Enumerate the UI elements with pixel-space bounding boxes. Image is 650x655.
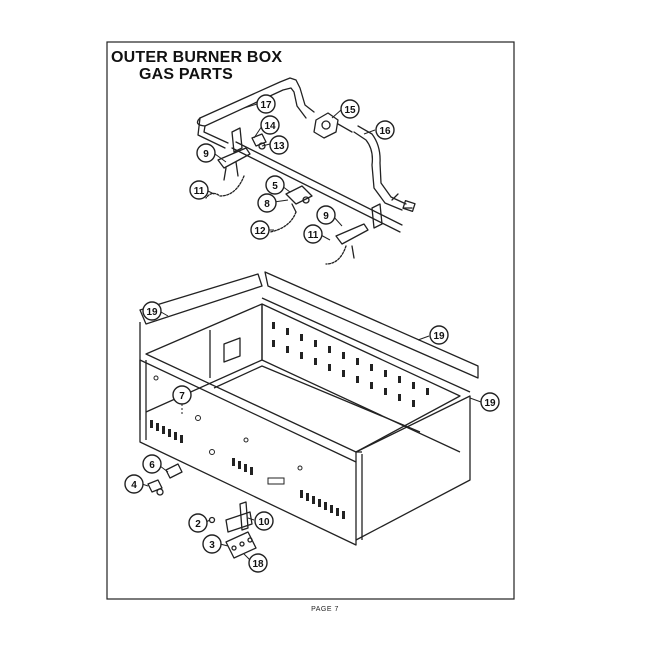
- svg-text:18: 18: [252, 559, 264, 570]
- callout-bubbles: 17 15 14 13 16 9 5 11 8 9 12 11 19 19 19…: [124, 94, 500, 573]
- callout-8: 8: [257, 193, 277, 213]
- callout-12: 12: [250, 220, 270, 240]
- callout-14: 14: [260, 115, 280, 135]
- svg-text:14: 14: [264, 121, 276, 132]
- loose-parts: [147, 463, 257, 559]
- svg-text:13: 13: [273, 141, 285, 152]
- callout-15: 15: [340, 99, 360, 119]
- callout-4: 4: [124, 474, 144, 494]
- svg-text:6: 6: [149, 460, 155, 471]
- callout-2: 2: [188, 513, 208, 533]
- callout-19-rear: 19: [429, 325, 449, 345]
- callout-9-left: 9: [196, 143, 216, 163]
- diagram-title-line1: OUTER BURNER BOX: [111, 49, 283, 66]
- svg-text:5: 5: [272, 181, 278, 192]
- svg-text:19: 19: [433, 331, 445, 342]
- callout-9-right: 9: [316, 205, 336, 225]
- callout-leaders: [141, 103, 482, 561]
- svg-text:11: 11: [194, 186, 205, 197]
- page-number: PAGE 7: [311, 606, 339, 613]
- page-border: [106, 41, 515, 600]
- callout-3: 3: [202, 534, 222, 554]
- diagram-title-line2: GAS PARTS: [139, 66, 233, 83]
- svg-text:15: 15: [344, 105, 356, 116]
- svg-text:7: 7: [179, 391, 185, 402]
- svg-text:10: 10: [258, 517, 270, 528]
- callout-13: 13: [269, 135, 289, 155]
- callout-7: 7: [172, 385, 192, 405]
- callout-16: 16: [375, 120, 395, 140]
- callout-18: 18: [248, 553, 268, 573]
- callout-11-right: 11: [303, 224, 323, 244]
- svg-text:4: 4: [131, 480, 137, 491]
- callout-17: 17: [256, 94, 276, 114]
- gas-manifold-assembly: [196, 77, 416, 265]
- svg-text:8: 8: [264, 199, 270, 210]
- back-panel-vents: [272, 322, 429, 407]
- svg-text:12: 12: [254, 226, 266, 237]
- callout-19-right: 19: [480, 392, 500, 412]
- burner-box-assembly: [139, 271, 479, 546]
- svg-text:3: 3: [209, 540, 215, 551]
- svg-text:9: 9: [203, 149, 209, 160]
- svg-text:17: 17: [260, 100, 272, 111]
- callout-6: 6: [142, 454, 162, 474]
- callout-11-left: 11: [189, 180, 209, 200]
- front-panel-slots: [150, 375, 345, 519]
- svg-text:9: 9: [323, 211, 329, 222]
- callout-5: 5: [265, 175, 285, 195]
- callout-10: 10: [254, 511, 274, 531]
- svg-text:19: 19: [146, 307, 158, 318]
- svg-text:16: 16: [379, 126, 391, 137]
- svg-text:2: 2: [195, 519, 201, 530]
- svg-text:19: 19: [484, 398, 496, 409]
- svg-text:11: 11: [308, 230, 319, 241]
- callout-19-left: 19: [142, 301, 162, 321]
